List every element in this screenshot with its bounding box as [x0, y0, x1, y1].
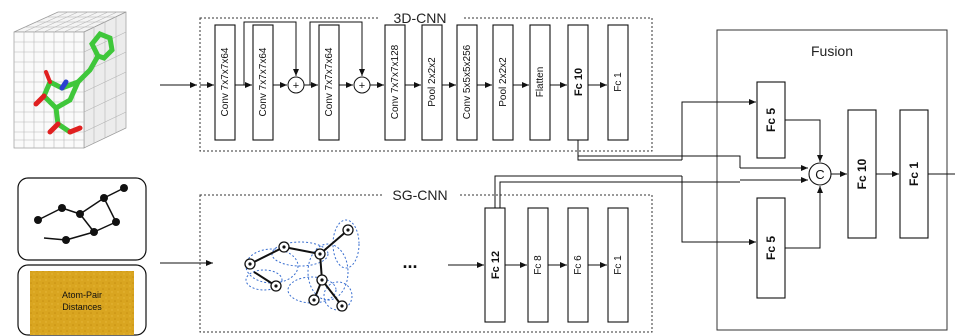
sgcnn-layer-stack: Fc 12 Fc 8 Fc 6 Fc 1	[484, 207, 629, 323]
sgcnn-title: SG-CNN	[392, 187, 447, 203]
fusion-fc1-label: Fc 1	[907, 162, 921, 186]
cnn3d-title: 3D-CNN	[394, 10, 447, 26]
cnn3d-layer-box	[318, 24, 340, 141]
sgcnn-layer-label: Fc 6	[573, 255, 584, 275]
voxel-grid-molecule-icon	[13, 11, 127, 149]
fusion-title: Fusion	[811, 43, 853, 59]
graph-icon	[17, 177, 147, 261]
cnn3d-layer-label: Conv 5x5x5x256	[462, 44, 473, 119]
adder-node: +	[353, 76, 371, 94]
adder-node: +	[287, 76, 305, 94]
fusion-fc10-box	[847, 109, 877, 239]
fusion-lower-fc5-box	[756, 197, 786, 299]
fusion-fc10-label: Fc 10	[855, 158, 869, 189]
cnn3d-layer-label: Conv 7x7x7x64	[220, 47, 231, 116]
ellipsis: ...	[402, 252, 417, 272]
distances-label: Distances	[62, 302, 102, 312]
fusion-frame	[716, 29, 948, 331]
molecular-graph-icon	[244, 219, 360, 312]
sgcnn-layer-box	[607, 207, 629, 323]
sgcnn-section: SG-CNN	[199, 187, 653, 333]
sgcnn-layer-label: Fc 8	[533, 255, 544, 275]
cnn3d-layer-label: Conv 7x7x7x64	[324, 47, 335, 116]
cross-connections	[494, 99, 808, 245]
cnn3d-layer-box	[252, 24, 274, 141]
cnn3d-layer-box	[214, 24, 236, 141]
fusion-upper-fc5-box	[756, 81, 786, 159]
sgcnn-layer-label: Fc 1	[613, 255, 624, 275]
cnn3d-layer-box	[492, 24, 514, 141]
svg-text:+: +	[293, 80, 299, 92]
cnn3d-layer-label: Conv 7x7x7x128	[390, 44, 401, 119]
svg-text:C: C	[815, 167, 824, 182]
cnn3d-layer-label: Pool 2x2x2	[427, 57, 438, 107]
cnn3d-layer-box	[421, 24, 443, 141]
cnn3d-layer-label: Conv 7x7x7x64	[258, 47, 269, 116]
cnn3d-section: 3D-CNN Conv 7x7x7x64 Conv 7x7x7x64 Conv …	[199, 10, 653, 152]
concat-node: C	[808, 162, 832, 186]
cnn3d-layer-box	[529, 24, 551, 141]
atom-pair-distance-panel: Atom-Pair Distances	[17, 264, 147, 336]
fusion-section: Fusion Fc 5 Fc 5 C Fc 10 Fc 1	[716, 29, 955, 331]
svg-text:+: +	[359, 80, 365, 92]
cnn3d-layer-stack: Conv 7x7x7x64 Conv 7x7x7x64 Conv 7x7x7x6…	[214, 24, 629, 141]
cnn3d-layer-label: Fc 10	[573, 68, 585, 96]
cnn3d-layer-box	[456, 24, 478, 141]
cnn3d-layer-label: Flatten	[535, 67, 546, 98]
atom-pair-label: Atom-Pair	[62, 290, 102, 300]
cnn3d-layer-box	[607, 24, 629, 141]
fusion-fc1-box	[899, 109, 929, 239]
fusion-lower-fc5-label: Fc 5	[764, 236, 778, 260]
sgcnn-layer-label: Fc 12	[490, 251, 502, 279]
cnn3d-layer-label: Fc 1	[613, 72, 624, 92]
cnn3d-layer-label: Pool 2x2x2	[498, 57, 509, 107]
cnn3d-layer-box	[384, 24, 406, 141]
fusion-upper-fc5-label: Fc 5	[764, 108, 778, 132]
